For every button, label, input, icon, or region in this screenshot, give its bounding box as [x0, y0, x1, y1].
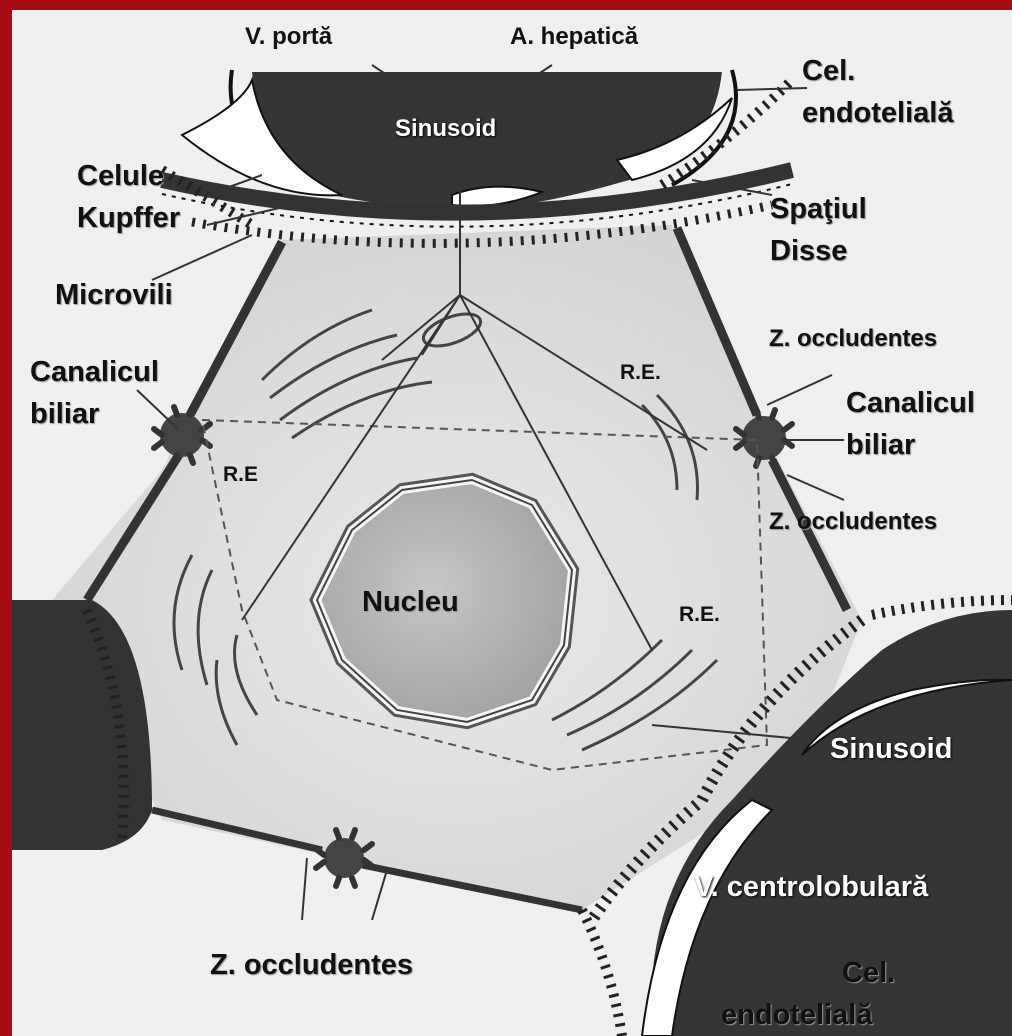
- label-canalicul-left-2: biliar: [30, 397, 99, 432]
- label-z-occludentes-bottom: Z. occludentes: [210, 948, 413, 983]
- label-re-right-top: R.E.: [620, 360, 661, 385]
- label-cel-endoteliala-bottom-2: endotelială: [721, 998, 873, 1033]
- label-sinusoid-top: Sinusoid: [395, 115, 496, 144]
- label-v-centrolobulara: V. centrolobulară: [694, 870, 928, 905]
- label-cel-endoteliala-top-1: Cel.: [802, 54, 855, 89]
- diagram-frame: V. portă A. hepatică Sinusoid Cel. endot…: [12, 10, 1012, 1036]
- label-canalicul-left-1: Canalicul: [30, 355, 159, 390]
- label-z-occludentes-right-mid: Z. occludentes: [769, 508, 937, 537]
- label-celule-kupffer-1: Celule: [77, 159, 164, 194]
- label-cel-endoteliala-top-2: endotelială: [802, 96, 954, 131]
- label-canalicul-right-1: Canalicul: [846, 386, 975, 421]
- label-spatiul-disse-2: Disse: [770, 234, 847, 269]
- label-artera-hepatica: A. hepatică: [510, 23, 638, 52]
- label-celule-kupffer-2: Kupffer: [77, 201, 180, 236]
- label-sinusoid-bottom: Sinusoid: [830, 732, 952, 767]
- label-re-left: R.E: [223, 462, 258, 487]
- label-z-occludentes-right-top: Z. occludentes: [769, 325, 937, 354]
- label-vena-porta: V. portă: [245, 23, 332, 52]
- label-re-right-bottom: R.E.: [679, 602, 720, 627]
- label-canalicul-right-2: biliar: [846, 428, 915, 463]
- label-microvili: Microvili: [55, 278, 173, 313]
- label-nucleu: Nucleu: [362, 585, 459, 620]
- label-cel-endoteliala-bottom-1: Cel.: [842, 956, 895, 991]
- label-spatiul-disse-1: Spaţiul: [770, 192, 867, 227]
